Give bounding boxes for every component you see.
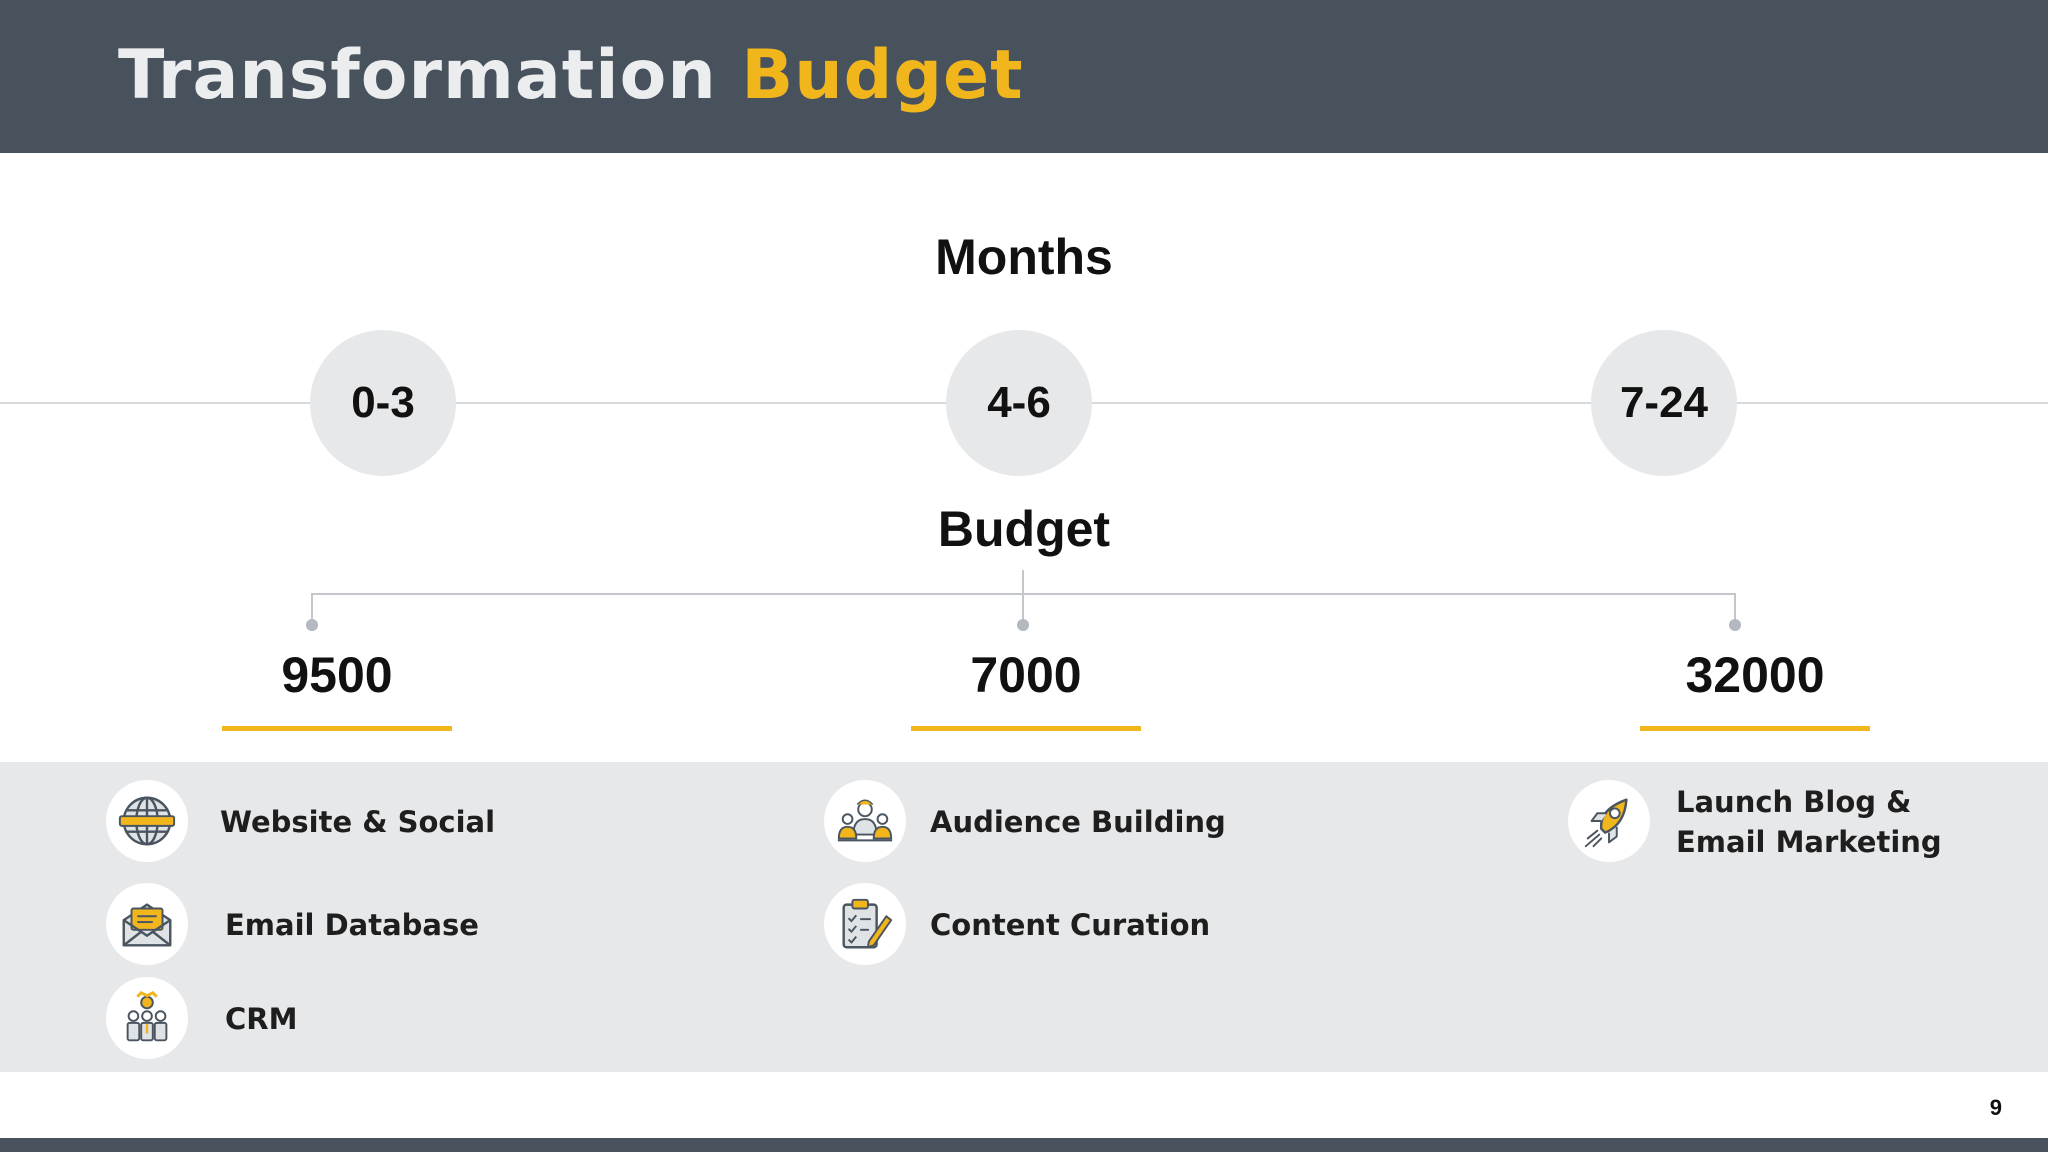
activity-label: Website & Social [220, 805, 496, 839]
budget-underline [1640, 726, 1870, 731]
months-label: Months [935, 229, 1113, 285]
month-range-circle: 7-24 [1591, 330, 1737, 476]
budget-bracket-dot [306, 619, 318, 631]
globe-icon [106, 780, 188, 862]
activity-label-line: Launch Blog & [1676, 785, 1912, 819]
header-bar [0, 0, 2048, 153]
budget-underline [911, 726, 1141, 731]
budget-bracket-dot [1729, 619, 1741, 631]
activity-label: Content Curation [930, 908, 1211, 942]
activity-label: CRM [225, 1002, 298, 1036]
activities-band [0, 762, 2048, 1072]
budget-bracket-tick [1734, 593, 1736, 623]
activity-label-line: Email Marketing [1676, 825, 1942, 859]
budget-value: 9500 [281, 647, 393, 703]
budget-bracket-center-tick [1022, 570, 1024, 624]
month-range-circle: 0-3 [310, 330, 456, 476]
budget-bracket-dot [1017, 619, 1029, 631]
activity-label: Email Database [225, 908, 479, 942]
clipboard-checklist-icon [824, 883, 906, 965]
slide-title: Transformation Budget [118, 36, 1024, 116]
budget-bracket-tick [311, 593, 313, 623]
budget-value: 7000 [970, 647, 1082, 703]
page-number: 9 [1989, 1095, 2002, 1120]
email-envelope-icon [106, 883, 188, 965]
month-range-circle: 4-6 [946, 330, 1092, 476]
budget-value: 32000 [1685, 647, 1825, 703]
slide-title-main: Transformation [118, 36, 742, 115]
slide-title-accent: Budget [741, 36, 1024, 115]
budget-label: Budget [937, 501, 1111, 557]
budget-underline [222, 726, 452, 731]
team-icon [106, 977, 188, 1059]
footer-bar [0, 1138, 2048, 1152]
activity-label: Launch Blog & Email Marketing [1676, 782, 1942, 862]
rocket-icon [1568, 780, 1650, 862]
audience-icon [824, 780, 906, 862]
activity-label: Audience Building [930, 805, 1226, 839]
